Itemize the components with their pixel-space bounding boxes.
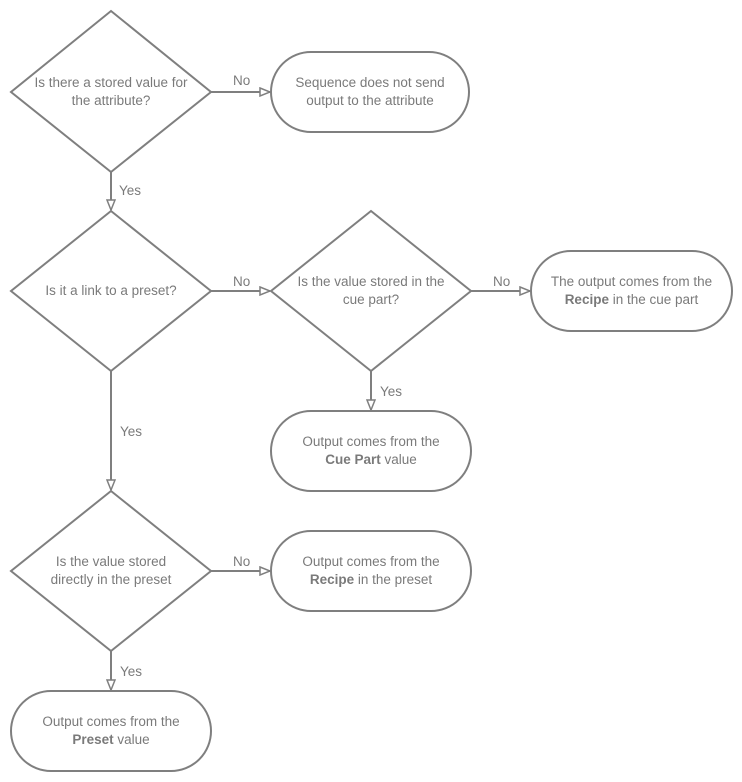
r3-bold: Cue Part [325, 452, 381, 467]
edge-label-no: No [233, 554, 251, 569]
terminal-r2 [530, 250, 733, 332]
r5-bold: Preset [72, 732, 114, 747]
terminal-r1-text: Sequence does not send output to the att… [295, 75, 445, 108]
r3-pre: Output comes from the [302, 434, 440, 449]
terminal-r1 [270, 51, 470, 133]
r3-post: value [380, 452, 417, 467]
decision-q1-text: Is there a stored value for the attribut… [34, 75, 188, 108]
r5-pre: Output comes from the [42, 714, 180, 729]
decision-q4-text: Is the value stored directly in the pres… [50, 554, 172, 587]
edge-label-yes: Yes [120, 664, 143, 679]
terminal-r4 [270, 530, 472, 612]
r4-post: in the preset [354, 572, 433, 587]
r4-pre: Output comes from the [302, 554, 440, 569]
r4-bold: Recipe [309, 572, 355, 587]
r2-bold: Recipe [564, 292, 609, 307]
terminal-r5 [10, 690, 212, 772]
edge-label-yes: Yes [380, 384, 403, 399]
r2-pre: The output comes from the [550, 274, 713, 289]
decision-q2-text: Is it a link to a preset? [45, 283, 177, 298]
edge-label-yes: Yes [120, 424, 143, 439]
edge-label-no: No [233, 274, 251, 289]
edge-label-no: No [233, 73, 251, 88]
edge-label-yes: Yes [119, 183, 142, 198]
decision-q3-text: Is the value stored in the cue part? [297, 274, 445, 307]
edge-label-no: No [493, 274, 511, 289]
r2-post: in the cue part [608, 292, 699, 307]
terminal-r3 [270, 410, 472, 492]
r5-post: value [113, 732, 150, 747]
